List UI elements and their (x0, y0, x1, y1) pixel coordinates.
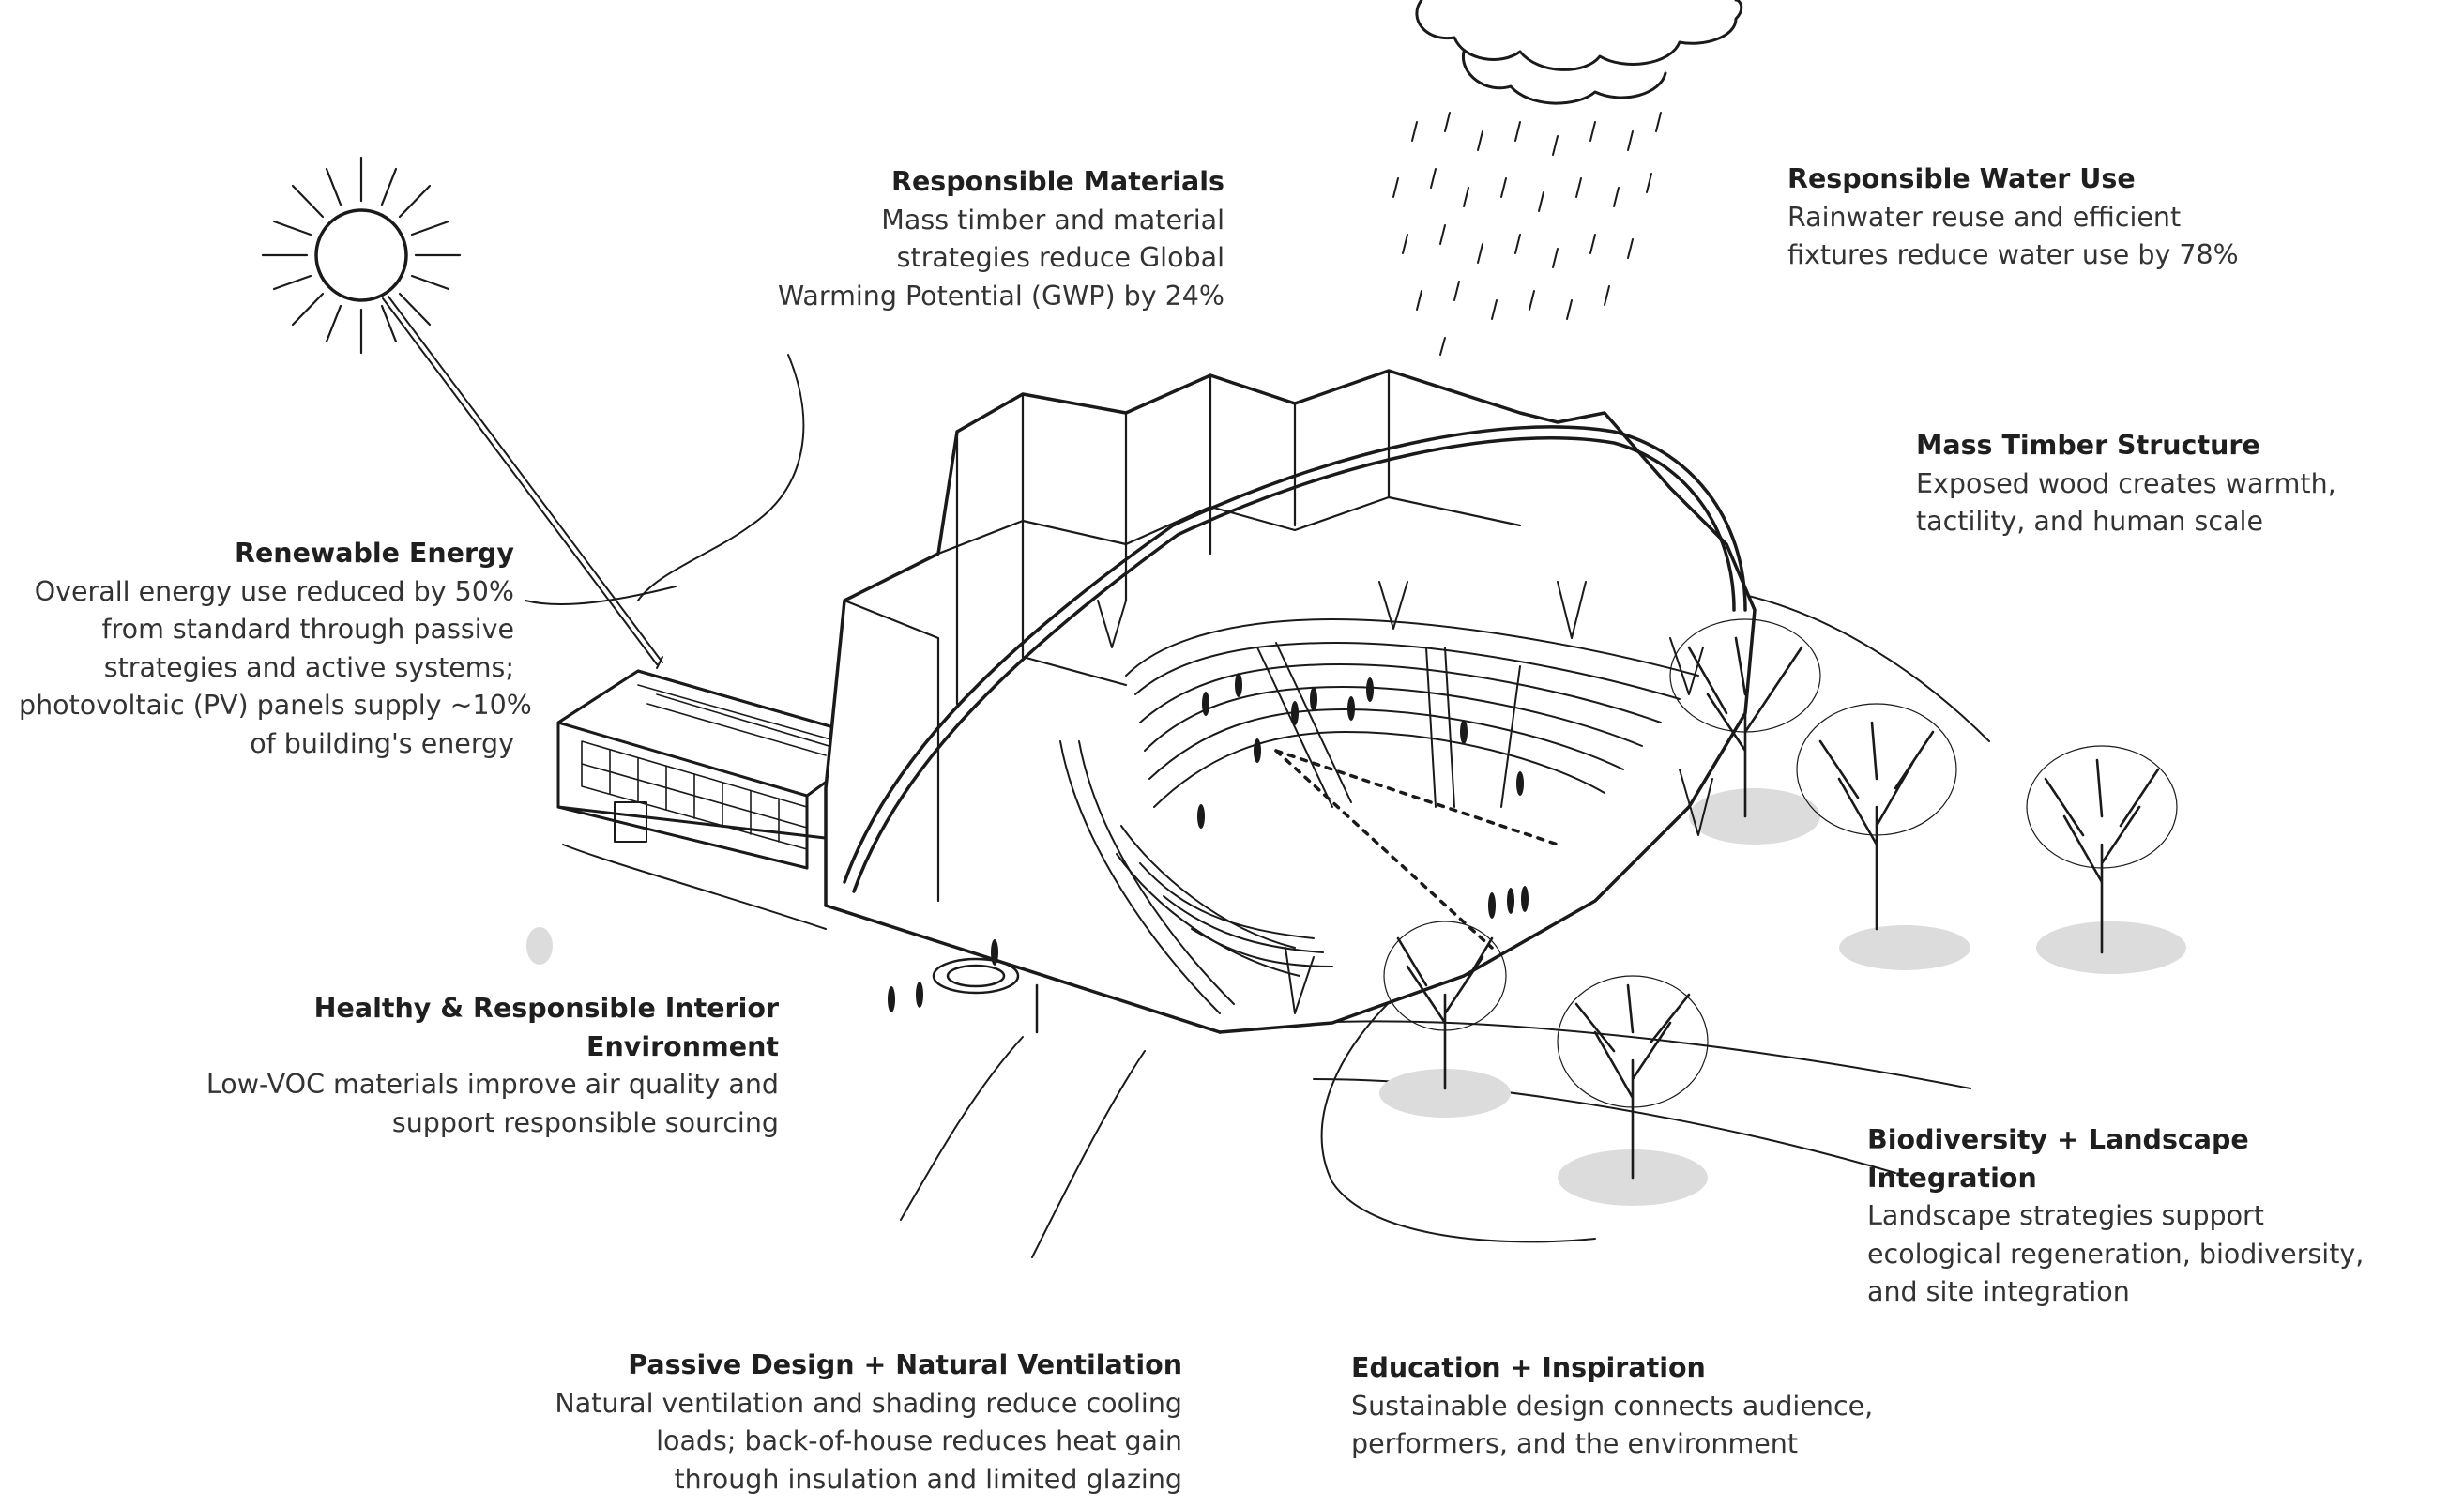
callout-title: Biodiversity + Landscape Integration (1867, 1124, 2249, 1194)
callout-title: Responsible Materials (891, 166, 1224, 197)
callout-title: Passive Design + Natural Ventilation (628, 1349, 1182, 1380)
tree-icon (1383, 921, 1507, 1090)
callout-line: Overall energy use reduced by 50% (34, 575, 514, 607)
callout-line: support responsible sourcing (391, 1106, 779, 1138)
callout-line: and site integration (1867, 1276, 2130, 1307)
callout-line: from standard through passive (101, 614, 514, 645)
tree-icon (1557, 975, 1709, 1180)
callout-biodiversity-landscape: Biodiversity + Landscape Integration Lan… (1867, 1121, 2393, 1312)
callout-line: Low-VOC materials improve air quality an… (205, 1069, 779, 1100)
tree-icon (2026, 745, 2178, 954)
callout-passive-design: Passive Design + Natural Ventilation Nat… (544, 1347, 1182, 1499)
callout-line: photovoltaic (PV) panels supply ~10% (19, 690, 532, 721)
callout-responsible-materials: Responsible Materials Mass timber and ma… (755, 163, 1224, 315)
people (888, 673, 1529, 1012)
callout-title: Mass Timber Structure (1916, 430, 2260, 461)
callout-line: Landscape strategies support (1867, 1200, 2264, 1231)
callout-title: Responsible Water Use (1787, 163, 2136, 194)
rain-cloud-icon (1392, 0, 1743, 356)
callout-title: Renewable Energy (235, 538, 514, 569)
pv-panels (581, 684, 855, 850)
callout-line: Natural ventilation and shading reduce c… (555, 1387, 1182, 1419)
callout-mass-timber-structure: Mass Timber Structure Exposed wood creat… (1916, 427, 2338, 541)
amphitheater-seating (1059, 581, 1713, 1014)
callout-line: Exposed wood creates warmth, (1916, 467, 2336, 499)
callout-line: fixtures reduce water use by 78% (1787, 239, 2239, 270)
callout-renewable-energy: Renewable Energy Overall energy use redu… (19, 535, 532, 763)
trees (1383, 618, 2178, 1180)
callout-line: of building's energy (250, 727, 514, 759)
callout-line: tactility, and human scale (1916, 506, 2263, 537)
tree-icon (1796, 703, 1957, 931)
callout-line: Warming Potential (GWP) by 24% (778, 280, 1224, 312)
sun-icon (261, 156, 663, 665)
tree-icon (1669, 618, 1821, 818)
callout-line: Sustainable design connects audience, (1351, 1390, 1874, 1422)
callout-line: ecological regeneration, biodiversity, (1867, 1238, 2365, 1270)
callout-title: Education + Inspiration (1351, 1352, 1706, 1383)
callout-line: Mass timber and material (881, 204, 1224, 236)
callout-line: performers, and the environment (1351, 1428, 1799, 1459)
callout-responsible-water-use: Responsible Water Use Rainwater reuse an… (1787, 160, 2275, 275)
ventilation-flow-dotted (1274, 749, 1559, 950)
callout-line: strategies reduce Global (896, 242, 1224, 273)
callout-healthy-interior: Healthy & Responsible Interior Environme… (141, 990, 779, 1142)
rain-drops (1392, 112, 1662, 356)
callout-education-inspiration: Education + Inspiration Sustainable desi… (1351, 1349, 1877, 1464)
callout-line: loads; back-of-house reduces heat gain (656, 1425, 1182, 1456)
entry-plaza (932, 957, 1039, 1034)
callout-line: Rainwater reuse and efficient (1787, 201, 2182, 233)
callout-line: through insulation and limited glazing (674, 1463, 1182, 1495)
callout-title: Healthy & Responsible Interior Environme… (313, 993, 779, 1062)
callout-line: strategies and active systems; (103, 651, 514, 683)
main-building (824, 369, 1757, 1034)
